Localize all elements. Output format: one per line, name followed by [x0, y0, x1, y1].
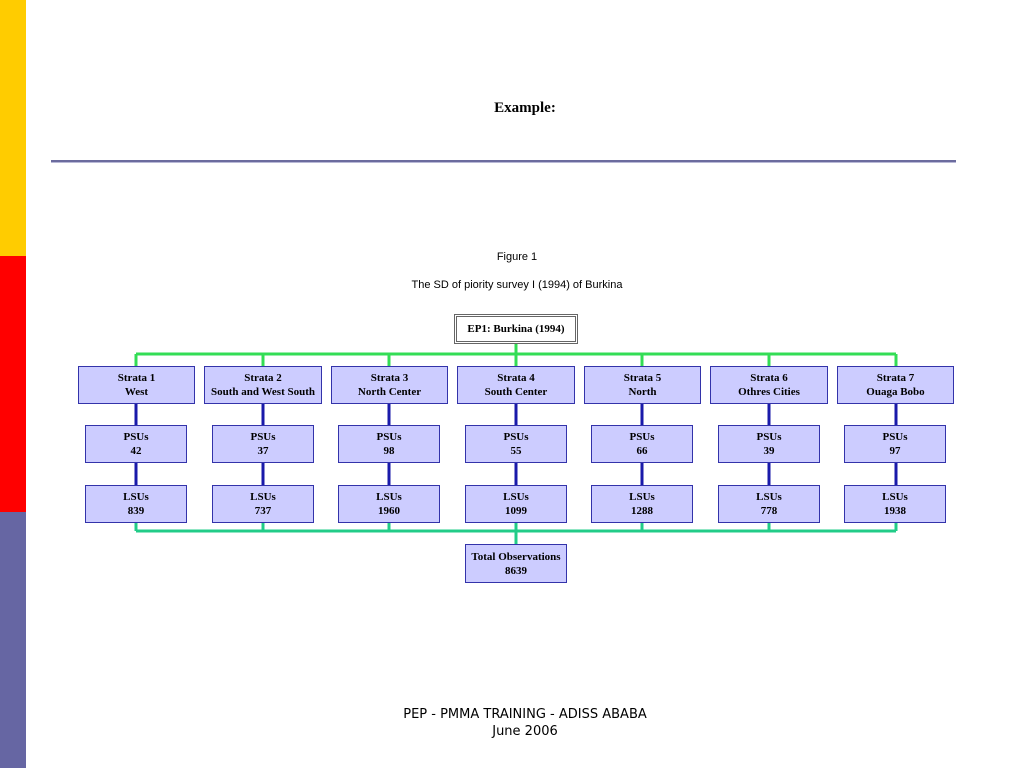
psus-node-7: PSUs 97	[844, 425, 946, 463]
lsus-node-4: LSUs 1099	[465, 485, 567, 523]
strata-node-1: Strata 1 West	[78, 366, 195, 404]
strata-region: North	[628, 386, 657, 398]
lsus-node-3: LSUs 1960	[338, 485, 440, 523]
strata-name: Strata 6	[750, 372, 788, 384]
lsus-value: 839	[127, 505, 145, 517]
psus-label: PSUs	[629, 431, 655, 443]
strata-node-4: Strata 4 South Center	[457, 366, 575, 404]
total-label: Total Observations	[471, 550, 561, 563]
lsus-value: 778	[760, 505, 778, 517]
slide-title: Example:	[494, 100, 556, 116]
lsus-node-5: LSUs 1288	[591, 485, 693, 523]
strata-name: Strata 3	[370, 372, 409, 384]
lsus-node-2: LSUs 737	[212, 485, 314, 523]
lsus-label: LSUs	[250, 491, 276, 503]
psus-value: 98	[383, 445, 395, 457]
lsus-value: 737	[254, 505, 272, 517]
strata-region: West	[124, 386, 149, 398]
lsus-node-1: LSUs 839	[85, 485, 187, 523]
psus-value: 55	[510, 445, 522, 457]
psus-label: PSUs	[123, 431, 149, 443]
root-node-label: EP1: Burkina (1994)	[467, 323, 565, 335]
psus-value: 39	[763, 445, 775, 457]
lsus-label: LSUs	[503, 491, 529, 503]
psus-node-5: PSUs 66	[591, 425, 693, 463]
lsus-label: LSUs	[376, 491, 402, 503]
lsus-label: LSUs	[756, 491, 782, 503]
psus-value: 66	[636, 445, 648, 457]
strata-region: Ouaga Bobo	[866, 386, 925, 398]
root-node-ep1: EP1: Burkina (1994)	[454, 314, 578, 344]
strata-node-2: Strata 2 South and West South	[204, 366, 322, 404]
psus-node-2: PSUs 37	[212, 425, 314, 463]
strata-region: Othres Cities	[738, 386, 800, 398]
psus-label: PSUs	[376, 431, 402, 443]
psus-node-1: PSUs 42	[85, 425, 187, 463]
lsus-value: 1288	[631, 505, 653, 517]
strata-name: Strata 4	[497, 372, 535, 384]
lsus-node-7: LSUs 1938	[844, 485, 946, 523]
strata-node-7: Strata 7 Ouaga Bobo	[837, 366, 954, 404]
psus-value: 42	[130, 445, 142, 457]
psus-node-3: PSUs 98	[338, 425, 440, 463]
strata-node-3: Strata 3 North Center	[331, 366, 448, 404]
lsus-node-6: LSUs 778	[718, 485, 820, 523]
strata-name: Strata 1	[117, 372, 156, 384]
strata-region: North Center	[357, 386, 422, 398]
strata-region: South Center	[484, 386, 548, 398]
psus-node-6: PSUs 39	[718, 425, 820, 463]
strata-node-6: Strata 6 Othres Cities	[710, 366, 828, 404]
strata-node-5: Strata 5 North	[584, 366, 701, 404]
psus-node-4: PSUs 55	[465, 425, 567, 463]
strata-name: Strata 2	[244, 372, 282, 384]
lsus-value: 1938	[884, 505, 906, 517]
psus-value: 97	[889, 445, 901, 457]
footer-line-2: June 2006	[492, 724, 558, 739]
lsus-label: LSUs	[629, 491, 655, 503]
lsus-label: LSUs	[123, 491, 149, 503]
slide-footer: PEP - PMMA TRAINING - ADISS ABABA June 2…	[26, 706, 1024, 740]
total-value: 8639	[505, 564, 527, 577]
footer-line-1: PEP - PMMA TRAINING - ADISS ABABA	[403, 707, 647, 722]
strata-name: Strata 7	[876, 372, 915, 384]
side-bar-red	[0, 256, 26, 512]
strata-name: Strata 5	[623, 372, 662, 384]
side-bar-blue	[0, 512, 26, 768]
psus-label: PSUs	[250, 431, 276, 443]
lsus-value: 1960	[378, 505, 400, 517]
psus-label: PSUs	[882, 431, 908, 443]
figure-label: Figure 1	[496, 251, 538, 263]
lsus-label: LSUs	[882, 491, 908, 503]
psus-label: PSUs	[756, 431, 782, 443]
psus-value: 37	[257, 445, 269, 457]
psus-label: PSUs	[503, 431, 529, 443]
lsus-value: 1099	[505, 505, 527, 517]
figure-caption: The SD of piority survey I (1994) of Bur…	[411, 279, 623, 291]
strata-region: South and West South	[210, 386, 316, 398]
total-observations-node: Total Observations 8639	[465, 544, 567, 583]
title-divider	[51, 160, 956, 163]
side-bar-yellow	[0, 0, 26, 256]
